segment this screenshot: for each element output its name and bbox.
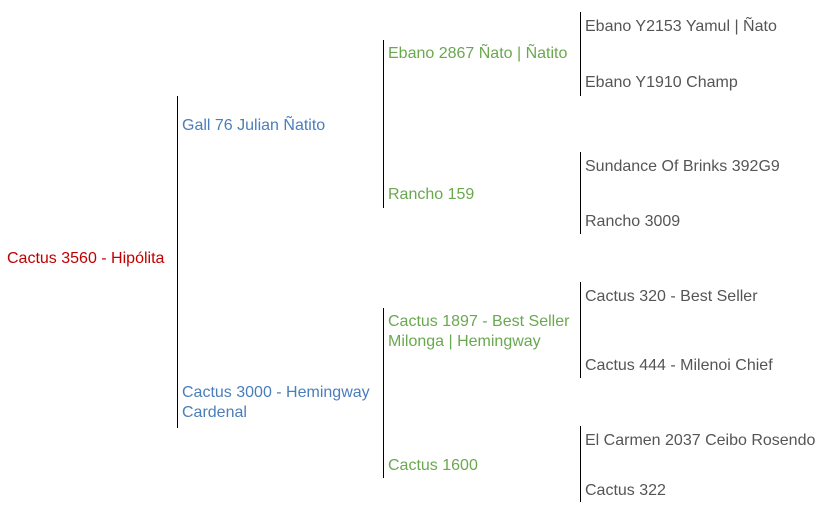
subject-name: Cactus 3560 - Hipólita — [7, 250, 165, 267]
great-grandparent-2-name: Ebano Y1910 Champ — [585, 74, 738, 91]
great-grandparent-3[interactable]: Sundance Of Brinks 392G9 — [585, 157, 780, 176]
grandparent-3[interactable]: Cactus 1897 - Best Seller Milonga | Hemi… — [388, 312, 569, 351]
sire-name: Gall 76 Julian Ñatito — [182, 117, 326, 134]
grandparent-4-name: Cactus 1600 — [388, 457, 478, 474]
grandparent-4[interactable]: Cactus 1600 — [388, 456, 478, 475]
great-grandparent-4[interactable]: Rancho 3009 — [585, 212, 680, 231]
great-grandparent-1[interactable]: Ebano Y2153 Yamul | Ñato — [585, 17, 777, 36]
grandparent-3-name-line2: Milonga | Hemingway — [388, 333, 541, 350]
grandparent-1-name: Ebano 2867 Ñato | Ñatito — [388, 45, 568, 62]
dam-name-line1: Cactus 3000 - Hemingway — [182, 384, 370, 401]
great-grandparent-4-name: Rancho 3009 — [585, 213, 681, 230]
great-grandparent-5-name: Cactus 320 - Best Seller — [585, 288, 758, 305]
great-grandparent-7-name: El Carmen 2037 Ceibo Rosendo — [585, 432, 816, 449]
great-grandparent-7[interactable]: El Carmen 2037 Ceibo Rosendo — [585, 431, 815, 450]
connector-gen1 — [177, 96, 178, 428]
great-grandparent-8[interactable]: Cactus 322 — [585, 481, 666, 500]
grandparent-2[interactable]: Rancho 159 — [388, 185, 474, 204]
great-grandparent-2[interactable]: Ebano Y1910 Champ — [585, 73, 738, 92]
dam-name-line2: Cardenal — [182, 404, 247, 421]
great-grandparent-5[interactable]: Cactus 320 - Best Seller — [585, 287, 758, 306]
great-grandparent-6-name: Cactus 444 - Milenoi Chief — [585, 357, 773, 374]
connector-gen3-3 — [580, 282, 581, 378]
parent-dam[interactable]: Cactus 3000 - Hemingway Cardenal — [182, 383, 370, 422]
grandparent-3-name-line1: Cactus 1897 - Best Seller — [388, 313, 570, 330]
great-grandparent-6[interactable]: Cactus 444 - Milenoi Chief — [585, 356, 773, 375]
connector-gen3-1 — [580, 12, 581, 96]
connector-gen2-sire — [383, 40, 384, 208]
connector-gen3-4 — [580, 426, 581, 502]
great-grandparent-3-name: Sundance Of Brinks 392G9 — [585, 158, 780, 175]
connector-gen3-2 — [580, 152, 581, 234]
parent-sire[interactable]: Gall 76 Julian Ñatito — [182, 116, 325, 135]
connector-gen2-dam — [383, 308, 384, 478]
grandparent-2-name: Rancho 159 — [388, 186, 475, 203]
subject-animal[interactable]: Cactus 3560 - Hipólita — [7, 249, 164, 268]
great-grandparent-8-name: Cactus 322 — [585, 482, 666, 499]
grandparent-1[interactable]: Ebano 2867 Ñato | Ñatito — [388, 44, 567, 63]
great-grandparent-1-name: Ebano Y2153 Yamul | Ñato — [585, 18, 777, 35]
